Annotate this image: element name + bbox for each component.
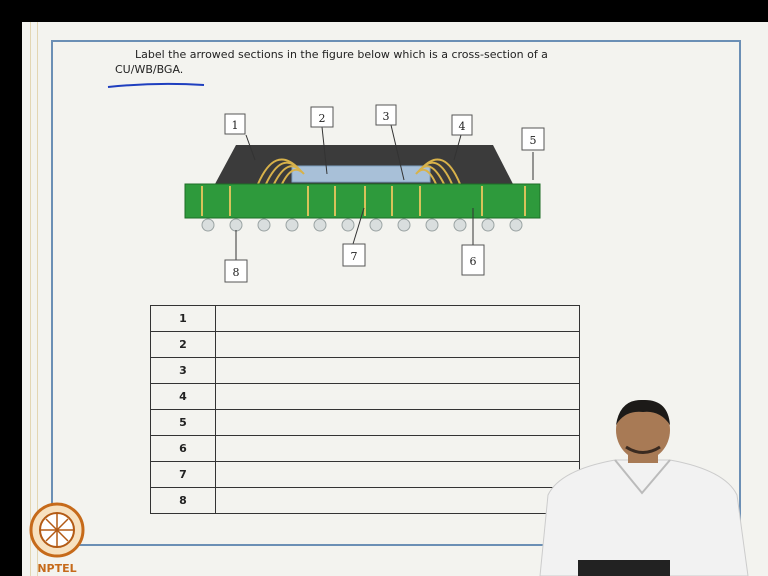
silicon-die [292, 166, 430, 182]
question-text: Label the arrowed sections in the figure… [115, 47, 675, 77]
table-row: 5 [151, 410, 580, 436]
label-6: 6 [470, 255, 477, 268]
solder-balls [202, 219, 522, 231]
label-8: 8 [233, 266, 240, 279]
row-number: 1 [151, 306, 216, 332]
question-line-2: CU/WB/BGA. [115, 62, 675, 77]
notebook-margin-lines [30, 22, 38, 576]
question-line-1: Label the arrowed sections in the figure… [115, 47, 675, 62]
row-number: 5 [151, 410, 216, 436]
row-number: 2 [151, 332, 216, 358]
label-1: 1 [232, 119, 239, 132]
table-row: 2 [151, 332, 580, 358]
table-row: 6 [151, 436, 580, 462]
answer-cell [216, 306, 580, 332]
nptel-logo: NPTEL [26, 500, 88, 576]
label-5: 5 [530, 134, 537, 147]
bga-cross-section-diagram: 1 2 3 4 5 8 7 6 [180, 100, 560, 285]
table-row: 8 [151, 488, 580, 514]
answer-cell [216, 358, 580, 384]
table-row: 7 [151, 462, 580, 488]
table-row: 3 [151, 358, 580, 384]
row-number: 3 [151, 358, 216, 384]
presenter-video [520, 395, 768, 576]
handwritten-underline [106, 82, 206, 90]
row-number: 7 [151, 462, 216, 488]
nptel-logo-text: NPTEL [37, 562, 76, 575]
table-row: 1 [151, 306, 580, 332]
label-2: 2 [319, 112, 326, 125]
label-4: 4 [459, 120, 466, 133]
row-number: 8 [151, 488, 216, 514]
label-7: 7 [351, 250, 358, 263]
table-row: 4 [151, 384, 580, 410]
row-number: 4 [151, 384, 216, 410]
answer-cell [216, 332, 580, 358]
label-3: 3 [383, 110, 390, 123]
answer-table: 1 2 3 4 5 6 7 8 [150, 305, 580, 514]
row-number: 6 [151, 436, 216, 462]
